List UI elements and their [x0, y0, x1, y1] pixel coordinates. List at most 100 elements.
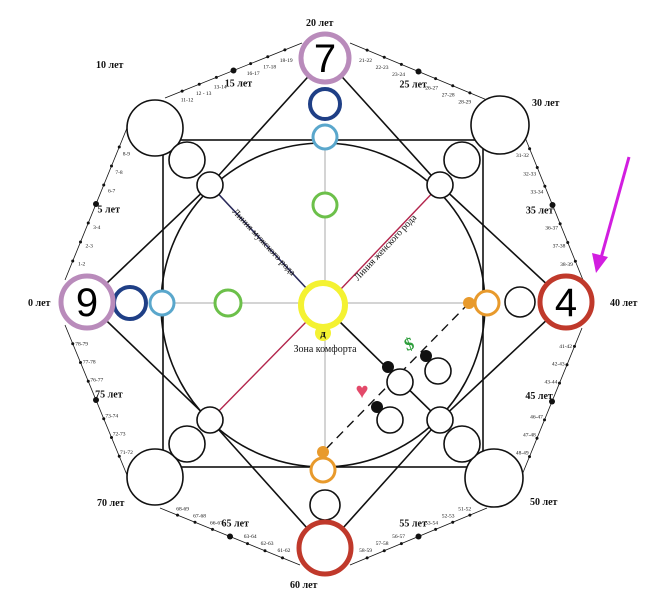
age-label-30: 30 лет — [532, 98, 560, 109]
navy-circle-top — [308, 87, 342, 121]
arrow-head-icon — [592, 253, 608, 273]
orange-dot-bottom — [317, 446, 329, 458]
age-tick — [227, 533, 233, 540]
age-tick — [558, 381, 561, 385]
age-tick-label: 16-17 — [247, 71, 260, 77]
age-tick — [246, 542, 249, 546]
age-tick — [566, 241, 570, 244]
age-tick — [263, 549, 267, 553]
age-tick — [528, 455, 531, 459]
male-line-label: Линия мужского рода — [230, 207, 298, 278]
age-tick — [176, 513, 179, 517]
age-tick — [93, 201, 99, 207]
age-tick — [399, 542, 403, 546]
age-tick — [266, 55, 270, 59]
corner-age-labels: 0 лет 10 лет 20 лет 30 лет 40 лет 50 лет… — [28, 18, 638, 591]
age-tick — [110, 164, 113, 168]
age-tick — [451, 520, 455, 524]
number-top: 7 — [314, 37, 336, 81]
corner-circle-30 — [470, 95, 530, 155]
circle — [443, 425, 481, 463]
pointer-arrow-icon — [599, 156, 631, 259]
age-tick-label: 67-68 — [193, 513, 206, 519]
age-tick-label: 31-32 — [516, 153, 529, 159]
age-tick — [434, 77, 438, 81]
age-tick — [86, 221, 90, 225]
age-tick-label: 23-24 — [392, 72, 405, 78]
age-tick-label: 53-54 — [425, 520, 438, 526]
comfort-zone-label: Зона комфорта — [293, 344, 357, 355]
age-tick-label: 48-49 — [516, 450, 529, 456]
age-tick-label: 1-2 — [78, 262, 86, 268]
dollar-icon: $ — [401, 333, 416, 355]
heart-icon: ♥ — [355, 378, 368, 403]
female-line-label: Линия женского рода — [353, 213, 420, 284]
age-tick — [86, 379, 90, 383]
age-tick — [180, 89, 184, 93]
corner-circle-10 — [126, 99, 184, 157]
age-tick-label: 7-8 — [115, 170, 123, 176]
age-label-70: 70 лет — [97, 498, 125, 509]
circle — [386, 368, 414, 396]
black-dot — [371, 401, 383, 413]
age-tick-label: 17-18 — [263, 65, 276, 71]
age-tick-label: 3-4 — [93, 225, 101, 231]
green-circle-left — [213, 288, 243, 318]
male-line — [209, 184, 309, 291]
age-tick — [214, 75, 218, 79]
age-tick-label: 6-7 — [108, 188, 116, 194]
age-tick — [565, 363, 569, 367]
circle — [426, 406, 454, 434]
age-tick-label: 38-39 — [560, 262, 573, 268]
age-label-20: 20 лет — [306, 18, 334, 29]
age-tick-label: 71-72 — [120, 450, 133, 456]
age-tick-label: 42-43 — [552, 362, 565, 368]
age-tick-label: 56-57 — [392, 534, 405, 540]
circle — [168, 141, 206, 179]
female-line-lower — [209, 319, 309, 421]
comfort-dot — [315, 325, 331, 341]
age-tick — [558, 222, 562, 226]
age-tick — [382, 549, 386, 553]
corner-circle-50 — [464, 448, 524, 508]
age-tick — [281, 556, 284, 560]
age-tick-label: 43-44 — [545, 379, 558, 385]
female-line — [339, 184, 441, 291]
red-circle-right — [537, 273, 595, 331]
age-tick-label: 21-22 — [359, 58, 372, 64]
age-tick — [543, 184, 547, 188]
age-tick — [365, 48, 369, 52]
age-tick-label: 61-62 — [278, 548, 291, 554]
orange-circle-right — [473, 289, 501, 317]
age-tick-label: 18-19 — [280, 58, 293, 64]
age-tick — [249, 62, 253, 66]
age-tick-label: 41-42 — [559, 344, 572, 350]
age-tick-label: 46-47 — [530, 415, 543, 421]
lightblue-circle-left — [148, 289, 176, 317]
age-tick-label: 65 лет — [221, 519, 249, 530]
age-tick-label: 68-69 — [176, 507, 189, 513]
age-tick-label: 15 лет — [225, 79, 253, 90]
age-tick — [93, 397, 99, 403]
age-tick — [415, 68, 422, 75]
circle-bottom — [309, 489, 341, 521]
age-tick-label: 55 лет — [399, 519, 427, 530]
number-left: 9 — [76, 281, 98, 325]
age-tick — [102, 183, 106, 187]
circle — [426, 171, 454, 199]
age-tick — [399, 62, 403, 66]
circle-right — [504, 286, 536, 318]
age-tick-label: 57-58 — [376, 541, 389, 547]
orange-circle-bottom — [309, 456, 337, 484]
age-tick — [549, 398, 555, 405]
green-circle-top — [311, 191, 339, 219]
age-tick-label: 35 лет — [526, 206, 554, 217]
age-tick-label: 5 лет — [98, 205, 121, 216]
age-tick-label: 76-77 — [90, 377, 103, 383]
age-tick — [528, 147, 532, 151]
age-tick-label: 13-14 — [214, 85, 227, 91]
age-tick — [71, 342, 75, 346]
age-tick-label: 51-52 — [458, 507, 471, 513]
age-tick — [415, 533, 422, 540]
age-tick — [365, 556, 369, 560]
